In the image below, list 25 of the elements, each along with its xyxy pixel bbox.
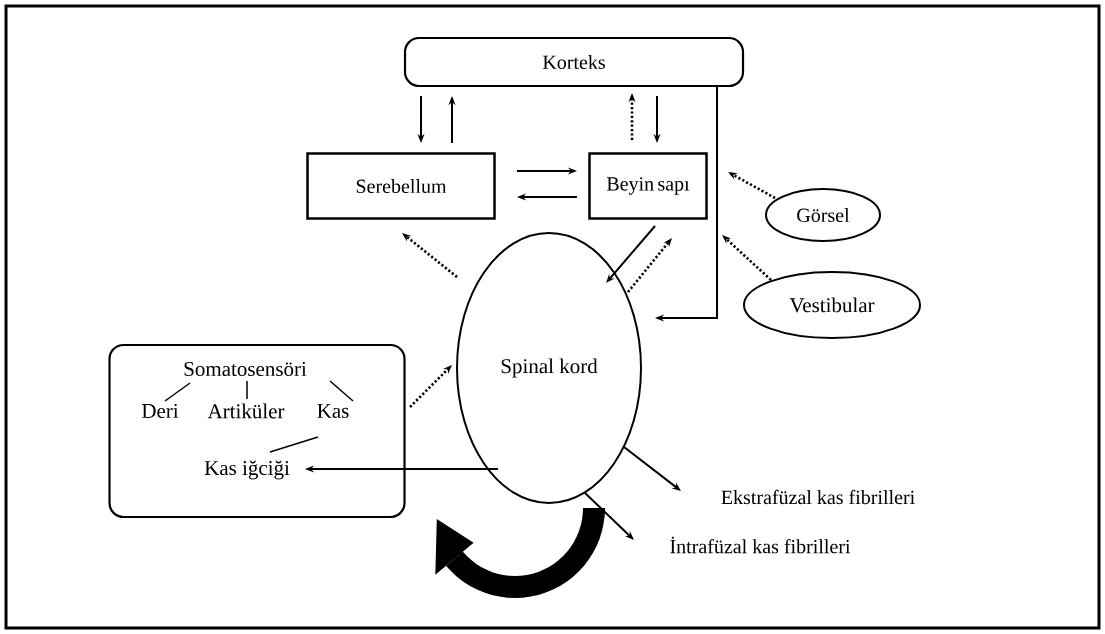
ellipse-node: Spinal kord bbox=[456, 232, 642, 504]
process-box: Serebellum bbox=[306, 152, 496, 220]
process-box: Beyin sapı bbox=[588, 152, 708, 220]
arrow bbox=[402, 233, 458, 278]
ellipse-node: Görsel bbox=[765, 188, 881, 242]
node-label: İntrafüzal kas fibrilleri bbox=[670, 536, 851, 554]
arrow bbox=[623, 446, 681, 491]
rounded-box bbox=[108, 343, 406, 519]
arrow bbox=[627, 238, 672, 293]
connector-line bbox=[164, 382, 191, 402]
arrow bbox=[409, 365, 452, 408]
rounded-box: Korteks bbox=[403, 36, 745, 88]
node-label: Kas bbox=[317, 404, 349, 418]
arrow bbox=[584, 492, 634, 540]
arrow bbox=[722, 235, 772, 281]
node-label: Ekstrafüzal kas fibrilleri bbox=[721, 489, 915, 505]
arrow bbox=[606, 225, 656, 283]
ellipse-node: Vestibular bbox=[743, 271, 921, 339]
node-label: Artiküler bbox=[207, 403, 285, 419]
connector-line bbox=[246, 380, 248, 400]
connector-line bbox=[269, 436, 319, 453]
node-label: Kas iğciği bbox=[204, 460, 290, 480]
node-label: Deri bbox=[141, 403, 179, 419]
connector-line bbox=[329, 380, 354, 402]
node-label: Somatosensöri bbox=[184, 361, 307, 377]
